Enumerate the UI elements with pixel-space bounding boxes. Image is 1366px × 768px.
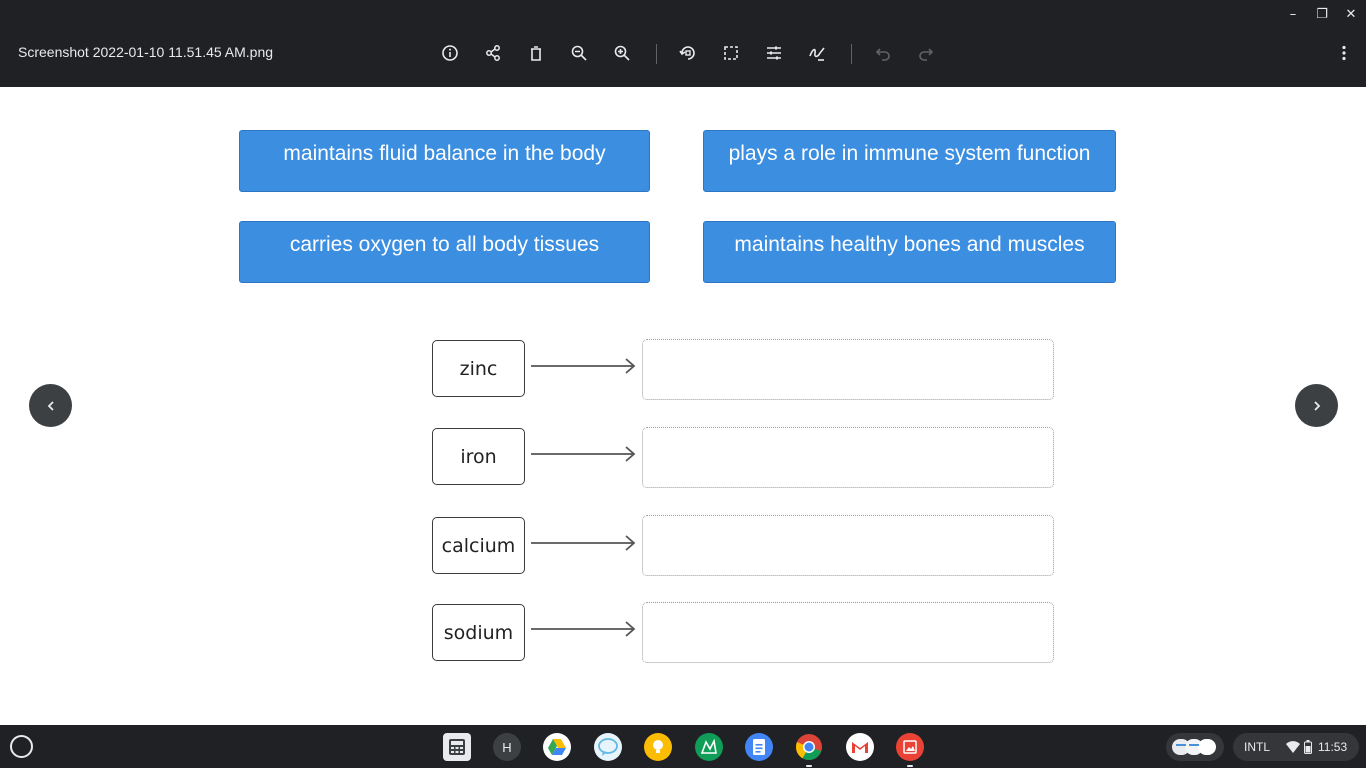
system-shelf: H INTL 11:53 [0,725,1366,768]
chevron-right-icon [1313,400,1320,411]
arrow-icon [531,535,636,551]
chrome-browser-icon[interactable] [795,733,823,767]
google-drive-icon[interactable] [543,733,571,761]
next-image-button[interactable] [1295,384,1338,427]
element-label-calcium: calcium [432,517,525,574]
keyboard-layout-indicator: INTL [1244,740,1271,754]
minimize-icon[interactable]: – [1289,7,1297,22]
arrow-icon [531,621,636,637]
restore-icon[interactable]: ❐ [1316,7,1328,22]
answer-tile[interactable]: maintains fluid balance in the body [239,130,650,192]
file-title: Screenshot 2022-01-10 11.51.45 AM.png [18,44,274,60]
h-app-icon[interactable]: H [493,733,521,761]
answer-tile[interactable]: maintains healthy bones and muscles [703,221,1116,283]
keep-app-icon[interactable] [644,733,672,761]
close-icon[interactable]: ✕ [1345,7,1357,22]
messages-app-icon[interactable] [594,733,622,761]
chevron-left-icon [47,400,54,411]
arrow-icon [531,358,636,374]
running-indicator [907,765,913,767]
clock: 11:53 [1318,740,1348,754]
undo-icon[interactable] [872,42,894,64]
launcher-icon[interactable] [10,735,33,758]
gallery-app-icon[interactable] [896,733,924,767]
element-label-sodium: sodium [432,604,525,661]
rotate-icon[interactable] [677,42,699,64]
zoom-out-icon[interactable] [568,42,590,64]
docs-app-icon[interactable] [745,733,773,761]
toolbar-divider [851,44,852,64]
previous-image-button[interactable] [29,384,72,427]
calculator-app-icon[interactable] [443,733,471,761]
gmail-app-icon[interactable] [846,733,874,761]
drop-zone-zinc[interactable] [642,339,1054,400]
share-icon[interactable] [482,42,504,64]
image-canvas: maintains fluid balance in the body play… [0,87,1366,725]
delete-icon[interactable] [525,42,547,64]
adjust-icon[interactable] [763,42,785,64]
geogebra-app-icon[interactable] [695,733,723,761]
wifi-icon [1286,741,1300,753]
zoom-in-icon[interactable] [611,42,633,64]
element-label-iron: iron [432,428,525,485]
drop-zone-calcium[interactable] [642,515,1054,576]
redo-icon[interactable] [915,42,937,64]
answer-tile[interactable]: plays a role in immune system function [703,130,1116,192]
toolbar-divider [656,44,657,64]
info-icon[interactable] [439,42,461,64]
holding-space-thumbnails[interactable] [1166,733,1224,761]
status-tray[interactable]: INTL 11:53 [1233,733,1359,761]
viewer-toolbar: Screenshot 2022-01-10 11.51.45 AM.png – … [0,0,1366,87]
more-icon[interactable] [1333,42,1355,64]
annotate-icon[interactable] [806,42,828,64]
element-label-zinc: zinc [432,340,525,397]
arrow-icon [531,446,636,462]
battery-icon [1304,740,1312,754]
drop-zone-sodium[interactable] [642,602,1054,663]
crop-icon[interactable] [720,42,742,64]
answer-tile[interactable]: carries oxygen to all body tissues [239,221,650,283]
running-indicator [806,765,812,767]
drop-zone-iron[interactable] [642,427,1054,488]
